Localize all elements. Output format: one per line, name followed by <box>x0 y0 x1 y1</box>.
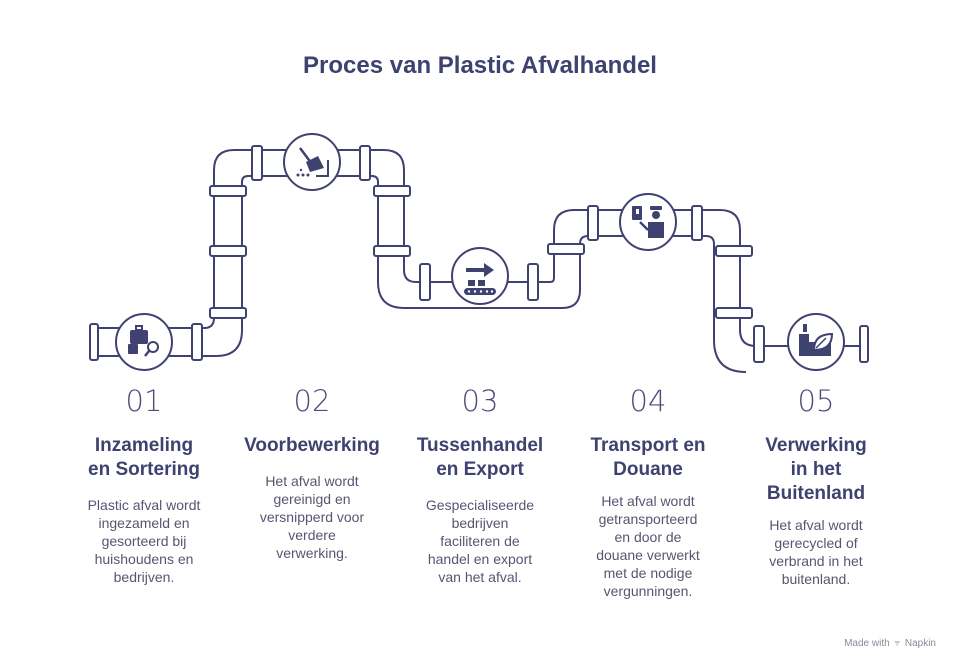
step-2-description: Het afval wordt gereinigd en versnipperd… <box>232 472 392 562</box>
description-line: buitenland. <box>781 571 851 587</box>
made-with-napkin-footer[interactable]: Made with ⫧ Napkin <box>844 638 936 649</box>
pipe-coupling <box>859 325 869 363</box>
step-5-title-line: Buitenland <box>766 483 866 504</box>
description-line: vergunningen. <box>603 583 693 599</box>
step-4-title-line: Douane <box>613 459 683 480</box>
pipe-coupling <box>209 185 247 197</box>
description-line: van het afval. <box>438 569 522 585</box>
pipe-coupling <box>209 245 247 257</box>
step-4-description: Het afval wordt getransporteerd en door … <box>568 492 728 600</box>
pipe-coupling <box>419 263 431 301</box>
pipe-coupling <box>373 245 411 257</box>
pipe-coupling <box>547 243 585 255</box>
description-line: gereinigd en <box>273 491 351 507</box>
step-1-number: 01 <box>125 384 163 418</box>
sorting-search-icon <box>128 325 159 357</box>
pipe-coupling <box>715 307 753 319</box>
step-3-title-line: Tussenhandel <box>416 435 544 456</box>
description-line: verbrand in het <box>769 553 863 569</box>
pipe-segment-inner <box>96 175 747 373</box>
pipe-coupling <box>691 205 703 241</box>
pipe-coupling <box>359 145 371 181</box>
step-5-number: 05 <box>797 384 835 418</box>
description-line: douane verwerkt <box>596 547 700 563</box>
description-line: huishoudens en <box>94 551 194 567</box>
description-line: Plastic afval wordt <box>87 497 201 513</box>
description-line: gesorteerd bij <box>101 533 187 549</box>
description-line: verwerking. <box>276 545 348 561</box>
description-line: bedrijven. <box>113 569 175 585</box>
step-5-title-line: in het <box>790 459 842 480</box>
factory-leaf-icon <box>799 324 834 356</box>
made-with-label: Made with <box>844 638 890 649</box>
step-3-number: 03 <box>461 384 499 418</box>
step-3-title-line: en Export <box>436 459 524 480</box>
description-line: gerecycled of <box>774 535 858 551</box>
step-2-number: 02 <box>293 384 331 418</box>
description-line: getransporteerd <box>598 511 698 527</box>
step-5-title-line: Verwerking <box>765 435 867 456</box>
description-line: versnipperd voor <box>259 509 365 525</box>
pipe-coupling <box>89 323 99 361</box>
page-title: Proces van Plastic Afvalhandel <box>303 52 657 79</box>
description-line: ingezameld en <box>98 515 190 531</box>
pipe-coupling <box>527 263 539 301</box>
step-2-title-line: Voorbewerking <box>244 435 380 456</box>
step-1-title: Inzameling en Sortering <box>56 434 232 482</box>
pipe-coupling <box>373 185 411 197</box>
step-1-title-line: Inzameling <box>94 435 194 456</box>
step-3-description: Gespecialiseerde bedrijven faciliteren d… <box>400 496 560 586</box>
pipe-coupling <box>587 205 599 241</box>
step-2-title: Voorbewerking <box>224 434 400 458</box>
description-line: met de nodige <box>603 565 693 581</box>
description-line: Het afval wordt <box>265 473 359 489</box>
step-5-title: Verwerking in het Buitenland <box>728 434 904 506</box>
step-1-title-line: en Sortering <box>88 459 200 480</box>
napkin-brand: Napkin <box>904 638 936 649</box>
cleaning-brush-icon <box>296 147 329 177</box>
step-4-title: Transport en Douane <box>560 434 736 482</box>
pipe-coupling <box>753 325 765 363</box>
step-3-circle <box>451 247 509 305</box>
customs-officer-icon <box>632 206 664 238</box>
description-line: Gespecialiseerde <box>425 497 535 513</box>
step-5-description: Het afval wordt gerecycled of verbrand i… <box>736 516 896 588</box>
napkin-logo-icon: ⫧ <box>894 638 901 649</box>
description-line: Het afval wordt <box>601 493 695 509</box>
description-line: faciliteren de <box>440 533 520 549</box>
pipe-coupling <box>209 307 247 319</box>
step-3-title: Tussenhandel en Export <box>392 434 568 482</box>
description-line: bedrijven <box>451 515 509 531</box>
pipe-coupling <box>191 323 203 361</box>
description-line: Het afval wordt <box>769 517 863 533</box>
pipe-coupling <box>715 245 753 257</box>
step-1-description: Plastic afval wordt ingezameld en gesort… <box>64 496 224 586</box>
description-line: handel en export <box>427 551 533 567</box>
step-4-title-line: Transport en <box>590 435 706 456</box>
step-4-number: 04 <box>629 384 667 418</box>
description-line: en door de <box>614 529 682 545</box>
pipe-coupling <box>251 145 263 181</box>
description-line: verdere <box>288 527 336 543</box>
conveyor-export-icon <box>464 263 496 295</box>
